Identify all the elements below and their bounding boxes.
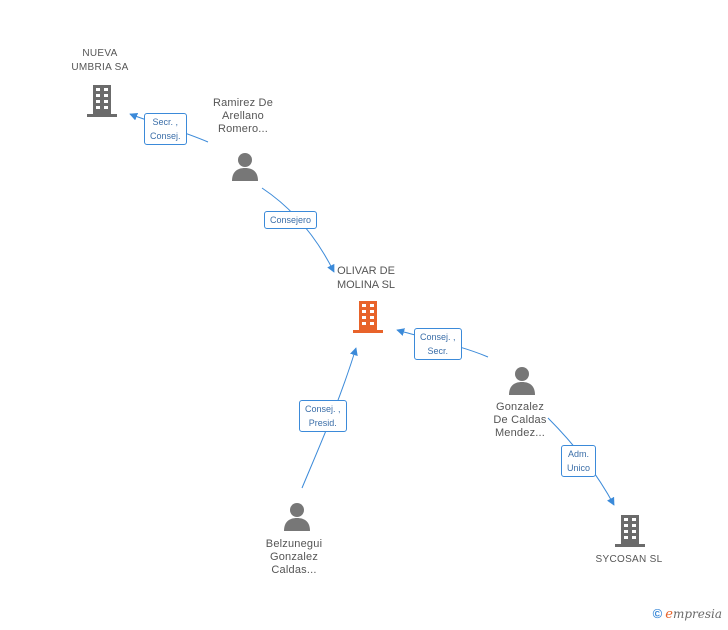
edge-label-line: Presid. xyxy=(308,418,337,428)
copyright-icon: © xyxy=(652,606,663,621)
node-label-line: MOLINA SL xyxy=(336,279,396,291)
person-icon[interactable] xyxy=(508,366,536,396)
node-label-line: Gonzalez xyxy=(269,551,319,563)
building-icon[interactable] xyxy=(614,514,646,548)
node-label-line: Mendez... xyxy=(494,427,546,439)
node-label-line: Gonzalez xyxy=(495,401,545,413)
person-icon[interactable] xyxy=(231,152,259,182)
brand-name: mpresia xyxy=(672,607,722,621)
node-label-line: Ramirez De xyxy=(212,97,274,109)
node-label-line: Caldas... xyxy=(271,564,317,576)
node-label-sycosan[interactable]: SYCOSAN SL xyxy=(584,553,674,567)
edge-ramirez-to-olivar xyxy=(261,187,335,273)
edge-label-gonzalez-sycosan: Adm. Unico xyxy=(561,445,597,477)
node-label-line: De Caldas xyxy=(493,414,547,426)
edge-label-line: Secr. , xyxy=(152,117,179,127)
edge-label-ramirez-olivar: Consejero xyxy=(264,211,318,229)
node-label-line: Belzunegui xyxy=(265,538,323,550)
node-label-line: Romero... xyxy=(217,123,269,135)
edge-label-line: Secr. xyxy=(427,346,449,356)
edge-label-line: Unico xyxy=(567,463,591,473)
node-label-line: NUEVA xyxy=(82,48,118,59)
edge-label-gonzalez-olivar: Consej. , Secr. xyxy=(414,328,462,360)
node-label-nueva-umbria[interactable]: NUEVA UMBRIA SA xyxy=(60,47,140,75)
edge-label-line: Consejero xyxy=(270,215,312,225)
node-label-ramirez[interactable]: Ramirez De Arellano Romero... xyxy=(193,97,293,136)
node-label-olivar[interactable]: OLIVAR DE MOLINA SL xyxy=(316,264,416,292)
node-label-line: UMBRIA SA xyxy=(71,62,129,73)
edge-label-line: Consej. , xyxy=(305,404,341,414)
edge-label-belzunegui-olivar: Consej. , Presid. xyxy=(299,400,347,432)
brand-e: e xyxy=(665,607,673,622)
building-icon[interactable] xyxy=(352,300,384,334)
node-label-line: SYCOSAN SL xyxy=(595,554,663,565)
edge-label-line: Adm. xyxy=(568,449,590,459)
empresia-logo[interactable]: ©empresia xyxy=(653,606,722,622)
building-icon[interactable] xyxy=(86,84,118,118)
edge-label-line: Consej. , xyxy=(420,332,456,342)
edge-label-ramirez-nueva: Secr. , Consej. xyxy=(144,113,187,145)
node-label-line: Arellano xyxy=(222,110,264,122)
node-label-gonzalez[interactable]: Gonzalez De Caldas Mendez... xyxy=(470,401,570,440)
node-label-line: OLIVAR DE xyxy=(337,265,395,277)
person-icon[interactable] xyxy=(283,502,311,532)
node-label-belzunegui[interactable]: Belzunegui Gonzalez Caldas... xyxy=(244,538,344,577)
edge-label-line: Consej. xyxy=(150,131,181,141)
